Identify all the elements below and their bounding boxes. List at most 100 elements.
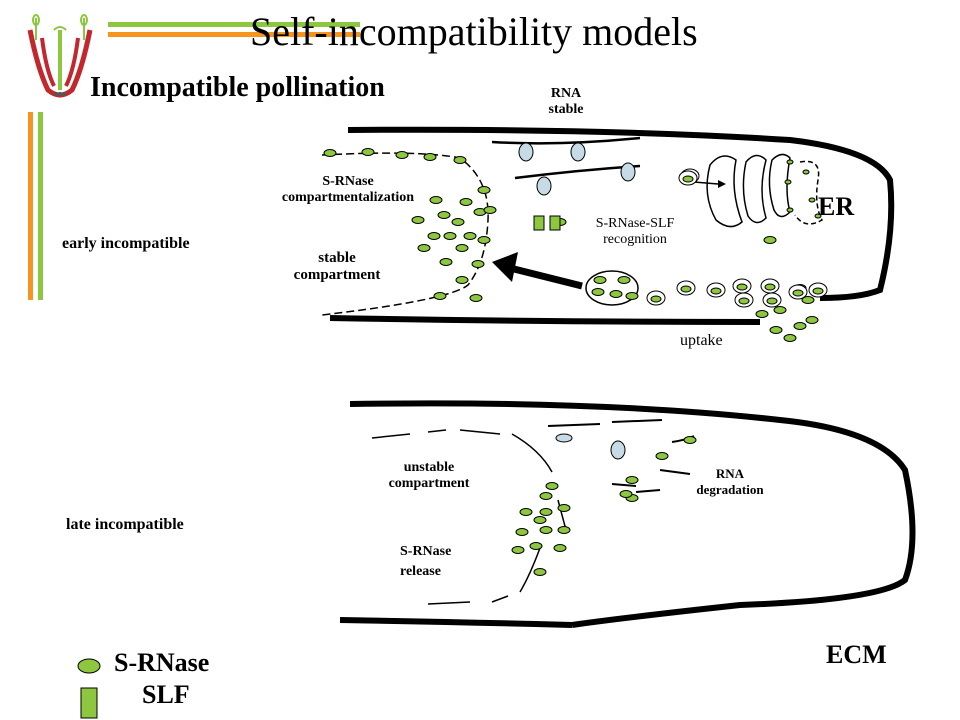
- rna-molecule: [536, 176, 552, 196]
- uptake-label: uptake: [680, 332, 723, 349]
- s-rnase-dot: [545, 482, 559, 490]
- s-rnase-dot: [619, 490, 633, 498]
- s-rnase-dot: [417, 244, 431, 252]
- s-rnase-dot: [429, 196, 443, 204]
- s-rnase-dot: [539, 508, 553, 516]
- s-rnase-dot: [805, 316, 819, 324]
- s-rnase-dot: [783, 334, 797, 342]
- late-row-label: late incompatible: [66, 516, 184, 533]
- rna-molecule: [555, 433, 573, 443]
- s-rnase-dot: [463, 232, 477, 240]
- pistil-flower-icon: [27, 14, 93, 98]
- s-rnase-dot: [411, 216, 425, 224]
- uptake-vesicles: [646, 168, 828, 308]
- early-row-label: early incompatible: [62, 235, 190, 252]
- s-rnase-dot: [736, 283, 748, 291]
- s-rnase-dot: [593, 276, 607, 284]
- page-title: Self-incompatibility models: [250, 9, 698, 54]
- slf-protein: [549, 215, 561, 231]
- rna-molecule: [610, 440, 626, 460]
- s-rnase-dot: [553, 544, 567, 552]
- s-rnase-dot: [682, 175, 694, 183]
- s-rnase-dot: [786, 207, 794, 213]
- s-rnase-dot: [650, 295, 662, 303]
- s-rnase-dot: [455, 276, 469, 284]
- s-rnase-dot: [769, 326, 783, 334]
- s-rnase-dot: [738, 297, 750, 305]
- s-rnase-dot: [453, 156, 467, 164]
- s-rnase-dot: [427, 232, 441, 240]
- s-rnase-dot: [443, 232, 457, 240]
- s-rnase-dot: [655, 452, 669, 460]
- er-label: ER: [818, 192, 855, 221]
- page-subtitle: Incompatible pollination: [90, 72, 385, 103]
- s-rnase-dot: [511, 546, 525, 554]
- s-rnase-dot: [477, 186, 491, 194]
- header-bars: [28, 22, 360, 300]
- s-rnase-dot: [539, 526, 553, 534]
- s-rnase-dot: [477, 236, 491, 244]
- arrow-left-icon: [492, 252, 583, 290]
- s-rnase-dot: [395, 151, 409, 159]
- s-rnase-dot: [533, 516, 547, 524]
- s-rnase-dot: [766, 297, 778, 305]
- early-pollen-tube: [321, 126, 895, 325]
- s-rnase-dot: [764, 283, 776, 291]
- s-rnase-dot: [793, 322, 807, 330]
- s-rnase-dot: [361, 148, 375, 156]
- legend-icons: [77, 658, 101, 719]
- s-rnase-dot: [812, 287, 824, 295]
- legend-slf: SLF: [142, 680, 190, 709]
- ecm-label: ECM: [826, 640, 887, 669]
- s-rnase-dot: [625, 292, 639, 300]
- s-rnase-dot: [519, 508, 533, 516]
- rna-molecule: [570, 142, 586, 162]
- s-rnase-dot: [591, 288, 605, 296]
- s-rnase-particles: [323, 148, 825, 576]
- s-rnase-dot: [786, 159, 794, 165]
- s-rnase-dot: [617, 276, 631, 284]
- s-rnase-dot: [557, 504, 571, 512]
- s-rnase-dot: [539, 492, 553, 500]
- s-rnase-dot: [433, 292, 447, 300]
- s-rnase-dot: [625, 476, 639, 484]
- s-rnase-dot: [451, 218, 465, 226]
- s-rnase-dot: [814, 213, 822, 219]
- s-rnase-dot: [437, 211, 451, 219]
- s-rnase-dot: [683, 436, 697, 444]
- s-rnase-dot: [609, 290, 623, 298]
- s-rnase-dot: [808, 197, 816, 203]
- s-rnase-dot: [455, 244, 469, 252]
- s-rnase-dot: [773, 306, 787, 314]
- legend-s-rnase: S-RNase: [114, 648, 210, 677]
- s-rnase-dot: [710, 287, 722, 295]
- rna-molecule: [620, 162, 636, 182]
- s-rnase-dot: [533, 568, 547, 576]
- s-rnase-dot: [515, 528, 529, 536]
- s-rnase-dot: [802, 169, 810, 175]
- s-rnase-dot: [483, 206, 497, 214]
- s-rnase-dot: [471, 260, 485, 268]
- s-rnase-dot: [784, 179, 792, 185]
- late-pollen-tube: [339, 400, 916, 628]
- rna-molecule: [518, 142, 534, 162]
- s-rnase-dot: [792, 289, 804, 297]
- s-rnase-dot: [323, 149, 337, 157]
- s-rnase-dot: [459, 198, 473, 206]
- slf-proteins: [533, 215, 561, 231]
- rna-molecules: [518, 142, 636, 460]
- s-rnase-dot: [423, 153, 437, 161]
- slf-protein: [533, 215, 545, 231]
- s-rnase-dot: [557, 526, 571, 534]
- s-rnase-dot: [469, 294, 483, 302]
- s-rnase-dot: [529, 542, 543, 550]
- s-rnase-dot: [680, 285, 692, 293]
